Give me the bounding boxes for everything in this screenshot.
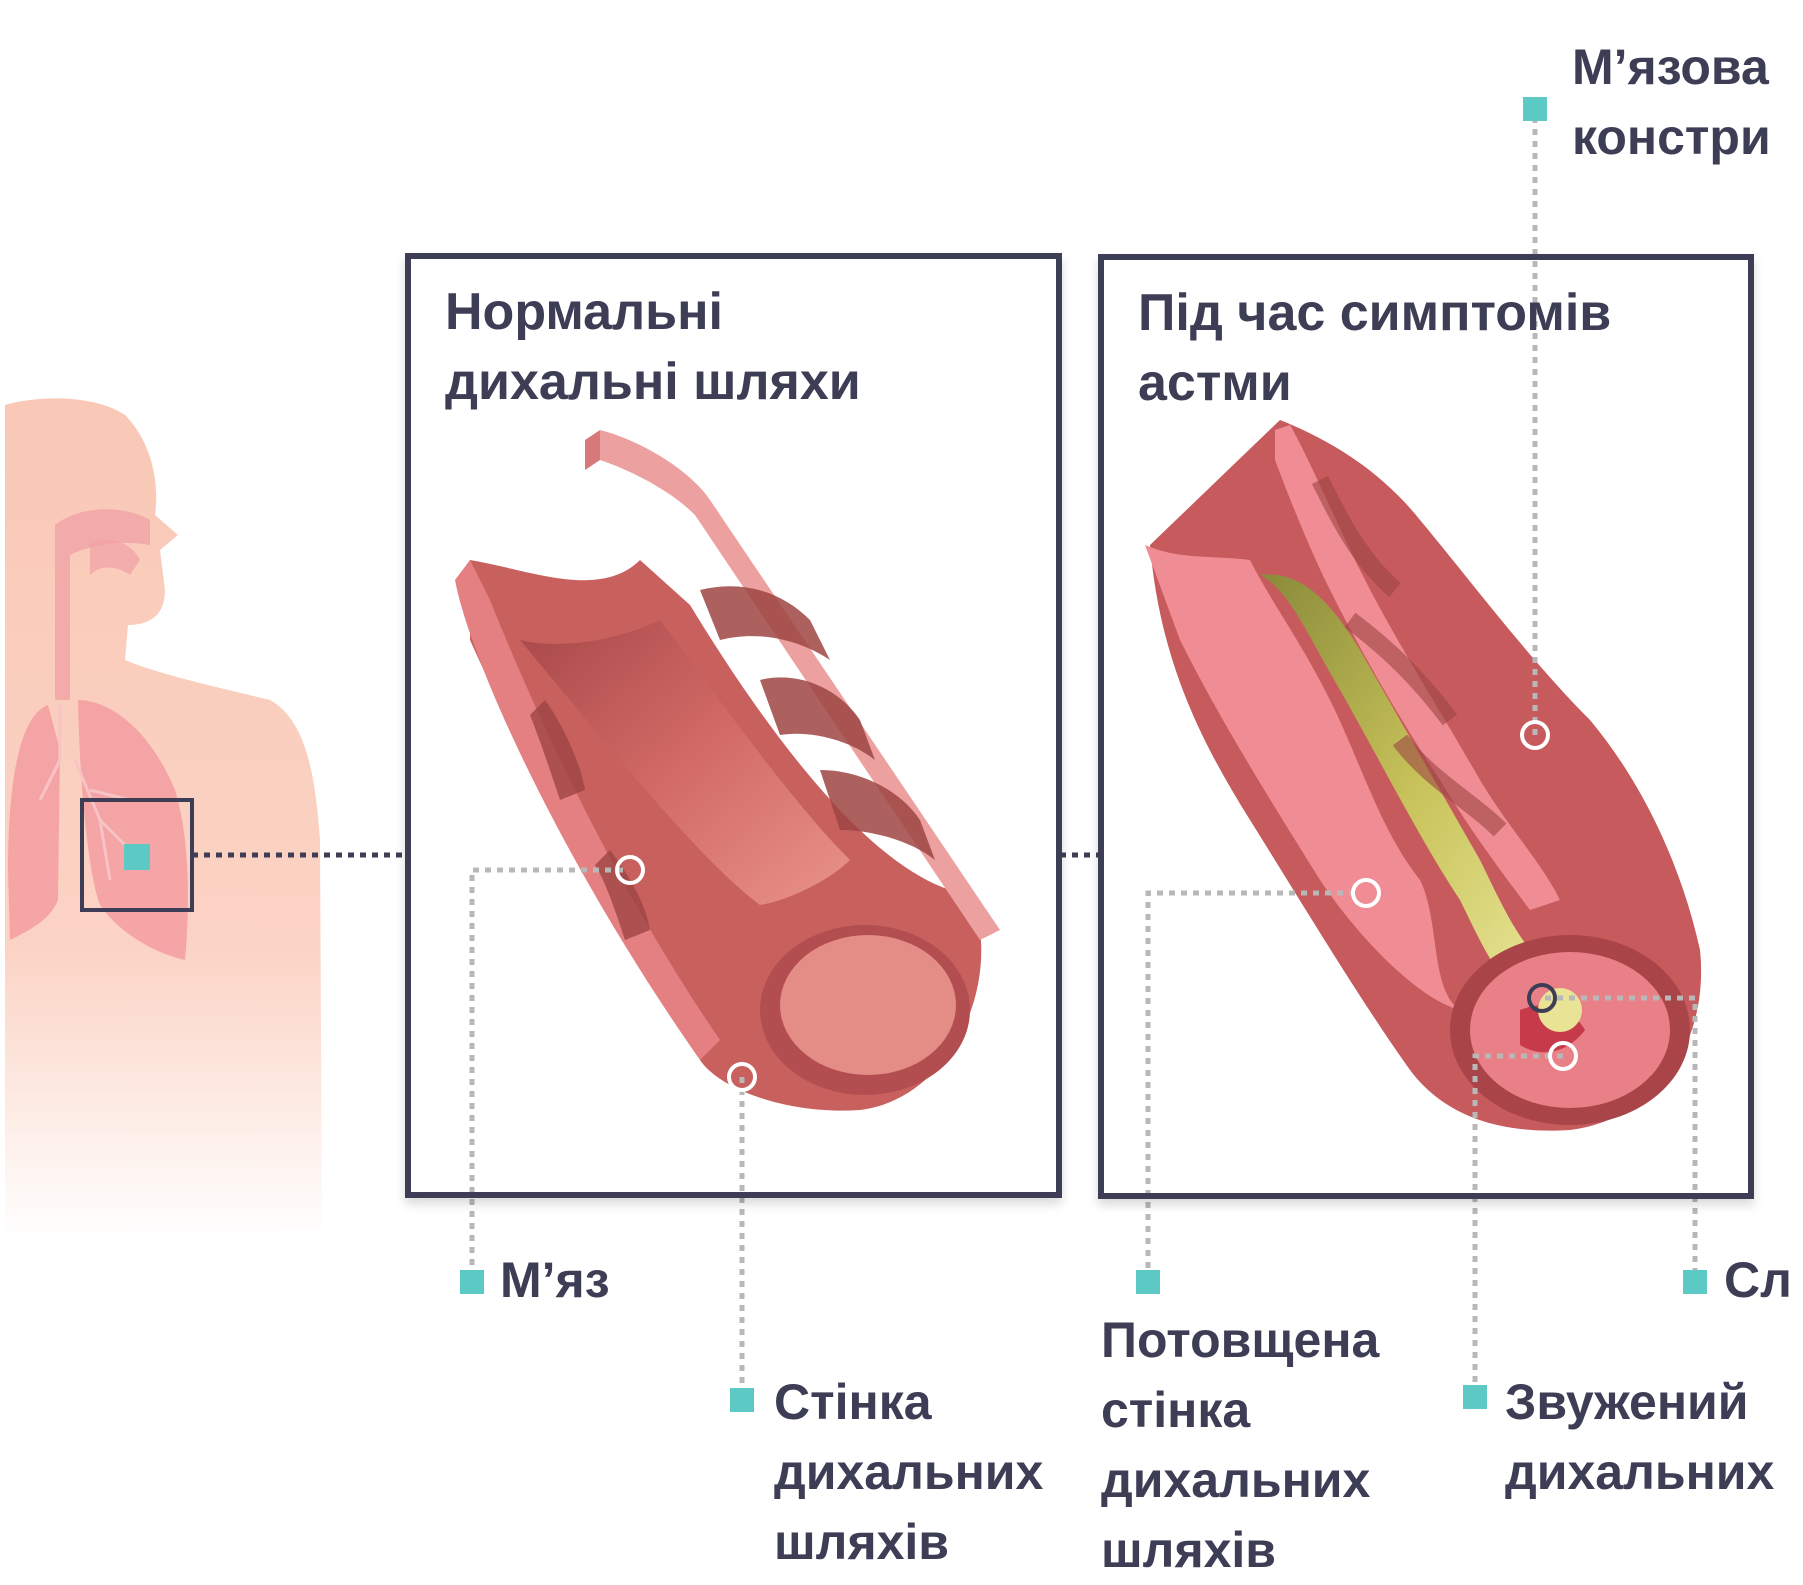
- muscle-constriction-line1: М’язова: [1572, 32, 1771, 102]
- mucus-text: Сл: [1724, 1245, 1792, 1315]
- asthma-airway-panel: Під час симптомів астми: [1098, 254, 1754, 1199]
- label-thickened-wall: Потовщена стінка дихальних шляхів: [1101, 1305, 1379, 1585]
- label-muscle: М’яз: [500, 1245, 610, 1315]
- narrowed-line1: Звужений: [1505, 1367, 1774, 1437]
- normal-panel-title: Нормальні дихальні шляхи: [445, 277, 861, 417]
- normal-title-line2: дихальні шляхи: [445, 347, 861, 417]
- airway-wall-line1: Стінка: [774, 1367, 1043, 1437]
- muscle-text: М’яз: [500, 1245, 610, 1315]
- label-muscle-constriction: М’язова констри: [1572, 32, 1771, 172]
- asthma-title-line1: Під час симптомів: [1138, 278, 1611, 348]
- thickened-wall-line1: Потовщена: [1101, 1305, 1379, 1375]
- asthma-panel-title: Під час симптомів астми: [1138, 278, 1611, 418]
- asthma-title-line2: астми: [1138, 348, 1611, 418]
- airway-wall-line3: шляхів: [774, 1507, 1043, 1577]
- normal-title-line1: Нормальні: [445, 277, 861, 347]
- muscle-constriction-line2: констри: [1572, 102, 1771, 172]
- thickened-wall-line3: дихальних: [1101, 1445, 1379, 1515]
- thickened-wall-line2: стінка: [1101, 1375, 1379, 1445]
- label-narrowed-airway: Звужений дихальних: [1505, 1367, 1774, 1507]
- narrowed-line2: дихальних: [1505, 1437, 1774, 1507]
- airway-wall-line2: дихальних: [774, 1437, 1043, 1507]
- label-airway-wall: Стінка дихальних шляхів: [774, 1367, 1043, 1577]
- human-silhouette: [5, 398, 322, 1240]
- label-mucus: Сл: [1724, 1245, 1792, 1315]
- thickened-wall-line4: шляхів: [1101, 1515, 1379, 1585]
- normal-airway-panel: Нормальні дихальні шляхи: [405, 253, 1062, 1198]
